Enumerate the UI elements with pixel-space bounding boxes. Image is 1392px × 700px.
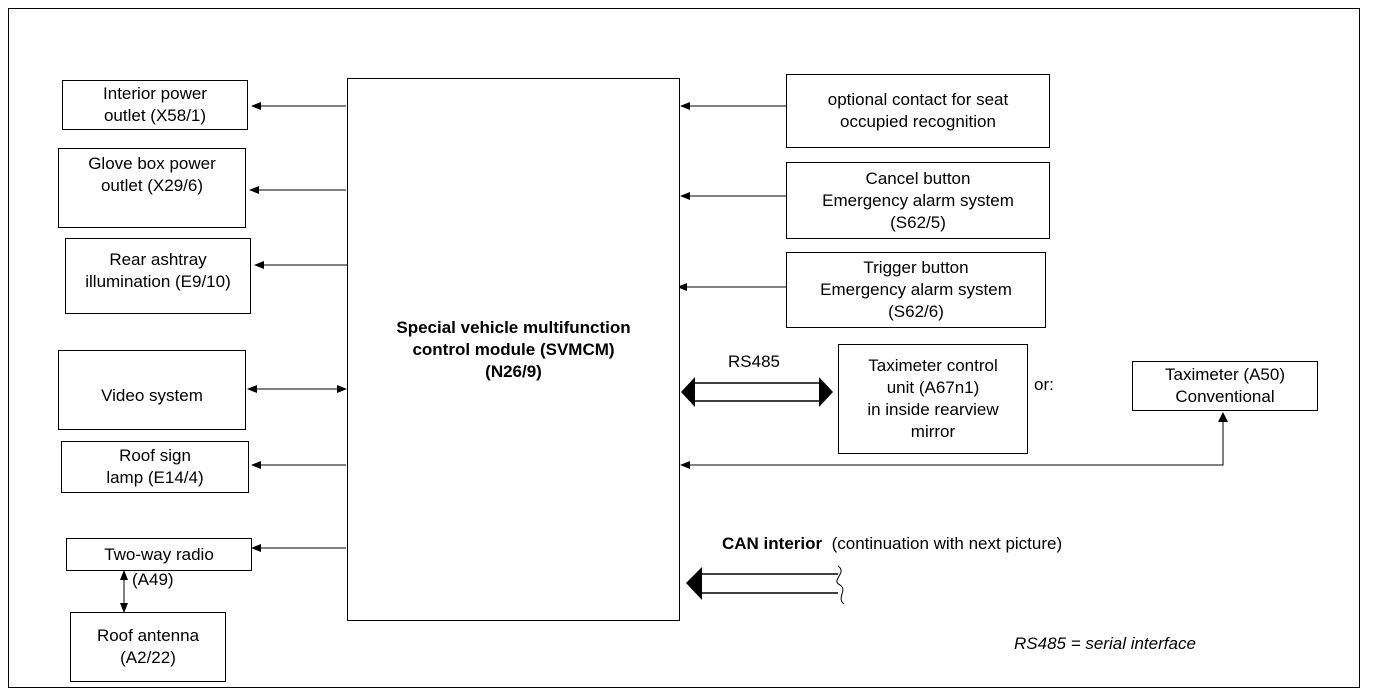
two-way-radio-box: Two-way radio: [66, 538, 252, 571]
video-system-box: Video system: [58, 350, 246, 430]
can-bus-break-mark: [836, 565, 845, 605]
glove-box-outlet-box: Glove box power outlet (X29/6): [58, 148, 246, 228]
rs485-arrowhead-left: [681, 377, 695, 407]
roof-sign-lamp-label: Roof sign lamp (E14/4): [106, 446, 204, 487]
diagram-frame: [8, 8, 1360, 688]
footnote: RS485 = serial interface: [1014, 634, 1196, 653]
seat-contact-label: optional contact for seat occupied recog…: [827, 90, 1009, 131]
roof-antenna-label: Roof antenna (A2/22): [96, 626, 200, 667]
interior-power-outlet-box: Interior power outlet (X58/1): [62, 80, 248, 130]
cancel-button-box: Cancel button Emergency alarm system (S6…: [786, 162, 1050, 239]
can-interior-note: (continuation with next picture): [831, 534, 1063, 553]
can-interior-label: CAN interior (continuation with next pic…: [722, 534, 1062, 554]
rear-ashtray-box: Rear ashtray illumination (E9/10): [65, 238, 251, 314]
trigger-button-box: Trigger button Emergency alarm system (S…: [786, 252, 1046, 328]
can-bus-arrowhead: [686, 567, 702, 600]
two-way-radio-label: Two-way radio: [104, 544, 214, 564]
can-interior-title: CAN interior: [722, 534, 823, 553]
roof-sign-lamp-box: Roof sign lamp (E14/4): [61, 441, 249, 493]
arrow-from-taximeter-conventional: [680, 420, 1224, 469]
video-system-label: Video system: [101, 386, 203, 405]
taximeter-conventional-box: Taximeter (A50) Conventional: [1132, 361, 1318, 411]
rs485-label: RS485: [728, 352, 780, 371]
taximeter-control-label: Taximeter control unit (A67n1) in inside…: [867, 356, 999, 441]
svmcm-module-box: Special vehicle multifunction control mo…: [347, 78, 680, 621]
svmcm-module-label: Special vehicle multifunction control mo…: [396, 317, 631, 381]
rs485-arrowhead-right: [819, 377, 833, 407]
seat-contact-box: optional contact for seat occupied recog…: [786, 74, 1050, 148]
rear-ashtray-label: Rear ashtray illumination (E9/10): [85, 250, 231, 291]
two-way-radio-code: (A49): [132, 570, 174, 589]
interior-power-outlet-label: Interior power outlet (X58/1): [103, 84, 207, 125]
or-label: or:: [1034, 375, 1054, 394]
roof-antenna-box: Roof antenna (A2/22): [70, 612, 226, 682]
taximeter-control-box: Taximeter control unit (A67n1) in inside…: [838, 344, 1028, 454]
cancel-button-label: Cancel button Emergency alarm system (S6…: [822, 168, 1014, 232]
taximeter-conv-arrowhead: [1218, 412, 1228, 422]
glove-box-outlet-label: Glove box power outlet (X29/6): [88, 154, 216, 195]
taximeter-conventional-label: Taximeter (A50) Conventional: [1165, 365, 1285, 406]
trigger-button-label: Trigger button Emergency alarm system (S…: [820, 258, 1012, 321]
